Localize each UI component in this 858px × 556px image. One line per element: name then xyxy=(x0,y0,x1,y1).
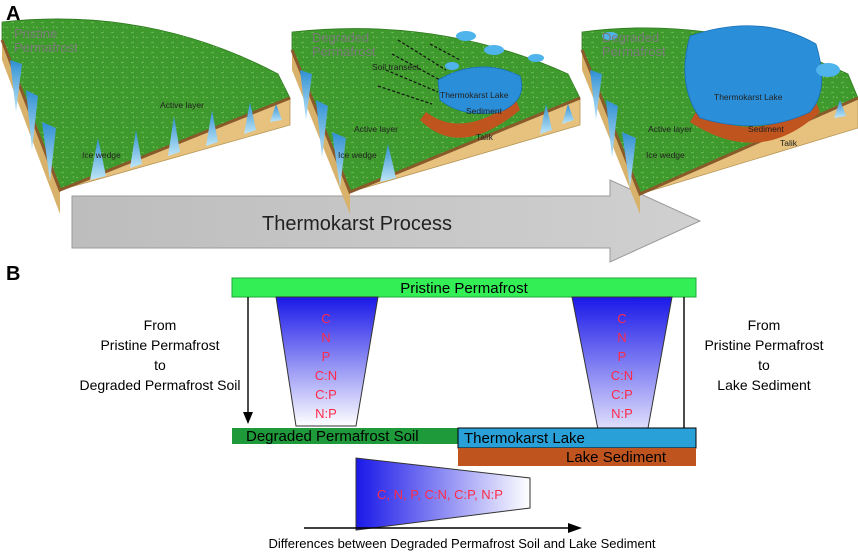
block1-title-line1: Pristine xyxy=(14,26,57,41)
block1-ice-wedge: Ice wedge xyxy=(82,150,121,160)
block-degraded-permafrost-lake: Degraded Permafrost Soil transect Thermo… xyxy=(290,28,581,214)
block3-talik: Talik xyxy=(780,138,798,148)
right-metric-p: P xyxy=(618,349,627,364)
right-metric-cp: C:P xyxy=(611,387,633,402)
block2-talik: Talik xyxy=(476,132,494,142)
thermokarst-lake-label: Thermokarst Lake xyxy=(464,430,585,447)
block2-title-line1: Degraded xyxy=(312,30,369,45)
right-metric-cn: C:N xyxy=(611,368,633,383)
block-degraded-permafrost-large-lake: Degraded Permafrost Thermokarst Lake Sed… xyxy=(580,25,858,214)
right-text-line2: Pristine Permafrost xyxy=(704,337,823,353)
right-metric-c: C xyxy=(617,311,626,326)
ice-wedges xyxy=(300,70,574,188)
soil-transect-lines xyxy=(377,39,461,105)
bottom-arrow-head xyxy=(568,523,582,533)
block2-ice-wedge: Ice wedge xyxy=(338,150,377,160)
bottom-metrics-label: C, N, P, C:N, C:P, N:P xyxy=(377,487,503,502)
left-text-line1: From xyxy=(144,317,177,333)
ice-wedges xyxy=(10,60,282,182)
right-metric-n: N xyxy=(617,330,626,345)
right-metrics: C N P C:N C:P N:P xyxy=(611,311,633,421)
bottom-gradient-trapezoid xyxy=(355,457,531,531)
block1-active-layer: Active layer xyxy=(160,100,204,110)
block1-title-line2: Permafrost xyxy=(14,40,78,55)
right-text-line4: Lake Sediment xyxy=(717,377,811,393)
block2-sediment: Sediment xyxy=(466,106,503,116)
panel-a-letter: A xyxy=(6,3,20,25)
right-text-line3: to xyxy=(758,357,770,373)
right-text-line1: From xyxy=(748,317,781,333)
right-metric-np: N:P xyxy=(611,406,633,421)
left-description: From Pristine Permafrost to Degraded Per… xyxy=(79,317,240,393)
left-arrow-head xyxy=(243,412,253,424)
block-pristine-permafrost: Pristine Permafrost Active layer Ice wed… xyxy=(0,18,291,214)
left-metric-cp: C:P xyxy=(315,387,337,402)
degraded-permafrost-soil-bar xyxy=(232,428,458,444)
ice-wedges xyxy=(590,70,846,188)
thermokarst-process-arrow: Thermokarst Process xyxy=(71,179,702,263)
lake-sediment-bar xyxy=(458,448,696,466)
block3-title-line2: Permafrost xyxy=(602,44,666,59)
process-label: Thermokarst Process xyxy=(262,213,452,235)
lake-sediment-label: Lake Sediment xyxy=(566,449,667,466)
block3-lake: Thermokarst Lake xyxy=(714,92,783,102)
block3-title-line1: Degraded xyxy=(602,30,659,45)
left-metric-cn: C:N xyxy=(315,368,337,383)
right-description: From Pristine Permafrost to Lake Sedimen… xyxy=(704,317,823,393)
block2-title-line2: Permafrost xyxy=(312,44,376,59)
left-text-line3: to xyxy=(154,357,166,373)
block3-sediment: Sediment xyxy=(748,124,785,134)
left-metric-np: N:P xyxy=(315,406,337,421)
left-metric-n: N xyxy=(321,330,330,345)
footer-caption: Differences between Degraded Permafrost … xyxy=(268,536,655,551)
pristine-permafrost-bar xyxy=(231,277,697,298)
block2-soil-transect: Soil transect xyxy=(372,62,419,72)
left-metric-p: P xyxy=(322,349,331,364)
block3-active-layer: Active layer xyxy=(648,124,692,134)
left-text-line4: Degraded Permafrost Soil xyxy=(79,377,240,393)
left-metric-c: C xyxy=(321,311,330,326)
block2-lake: Thermokarst Lake xyxy=(440,90,509,100)
block2-active-layer: Active layer xyxy=(354,124,398,134)
degraded-permafrost-soil-label: Degraded Permafrost Soil xyxy=(246,428,419,445)
left-metrics: C N P C:N C:P N:P xyxy=(315,311,337,421)
left-text-line2: Pristine Permafrost xyxy=(100,337,219,353)
panel-b-letter: B xyxy=(6,263,20,285)
block3-ice-wedge: Ice wedge xyxy=(646,150,685,160)
pristine-permafrost-label: Pristine Permafrost xyxy=(400,280,528,297)
left-gradient-trapezoid xyxy=(275,296,379,427)
